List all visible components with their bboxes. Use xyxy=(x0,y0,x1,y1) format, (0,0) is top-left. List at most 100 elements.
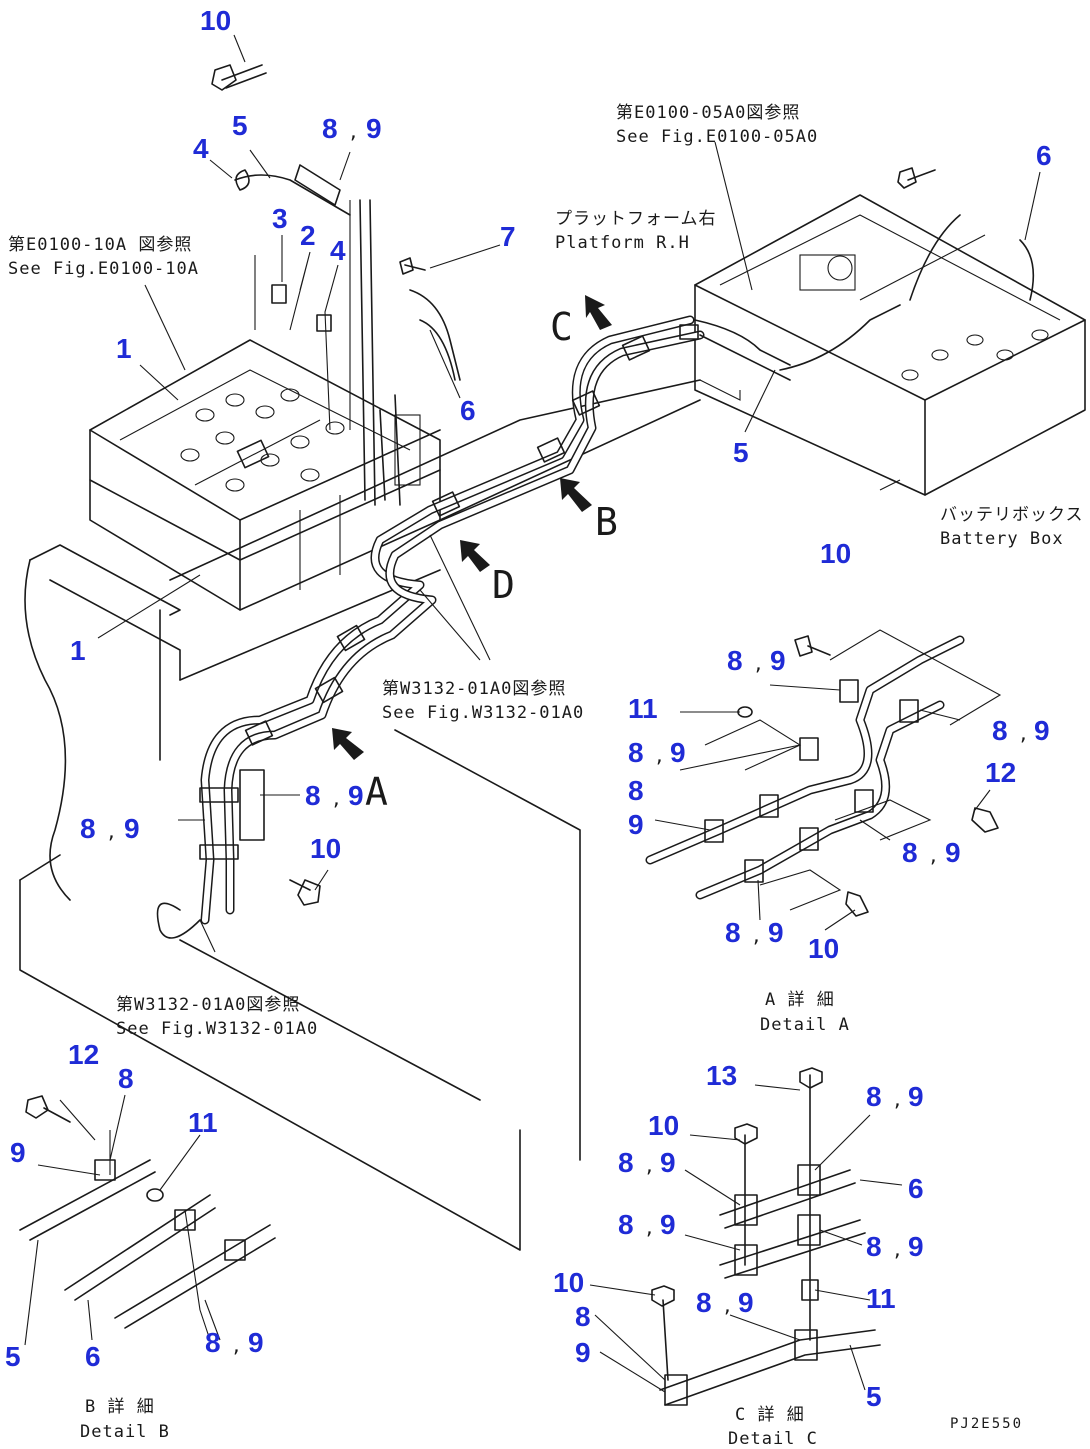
callout-4-right: 4 xyxy=(330,235,346,266)
battery-box-ja: バッテリボックス xyxy=(940,505,1084,525)
view-labels: C B D A xyxy=(365,305,618,814)
platform-rh-ja: プラットフォーム右 xyxy=(555,209,717,229)
detail-c-callout-8-c: 8 xyxy=(696,1287,712,1318)
detail-a-caption-ja: A 詳 細 xyxy=(765,990,835,1010)
detail-b-callout-8: 8 xyxy=(118,1063,134,1094)
callout-hose-5: 5 xyxy=(232,110,248,141)
callout-10-mid: 10 xyxy=(310,833,341,864)
callout-numbers: 10 5 8 , 9 4 3 2 4 1 7 6 6 5 1 8 , 9 8 ,… xyxy=(5,5,1052,1412)
callout-3: 3 xyxy=(272,203,288,234)
detail-a-callout-9-a: 9 xyxy=(670,737,686,768)
callout-9-mid: 9 xyxy=(348,780,364,811)
callout-2: 2 xyxy=(300,220,316,251)
ref-w3132-01a0-lower-en: See Fig.W3132-01A0 xyxy=(116,1019,318,1039)
callout-8-left: 8 xyxy=(80,813,96,844)
svg-text:,: , xyxy=(654,746,665,767)
reference-notes: 第E0100-10A 図参照 See Fig.E0100-10A 第E0100-… xyxy=(8,103,1084,1039)
detail-captions: A 詳 細 Detail A B 詳 細 Detail B C 詳 細 Deta… xyxy=(80,990,850,1449)
detail-c-callout-9-b: 9 xyxy=(660,1209,676,1240)
view-label-d: D xyxy=(492,563,515,607)
callout-9-left: 9 xyxy=(124,813,140,844)
detail-c-callout-9-a: 9 xyxy=(660,1147,676,1178)
platform-rh-en: Platform R.H xyxy=(555,233,690,253)
detail-b-callout-9: 9 xyxy=(10,1137,26,1168)
svg-text:,: , xyxy=(892,1090,903,1111)
svg-text:,: , xyxy=(348,122,359,143)
svg-text:,: , xyxy=(751,926,762,947)
ref-e0100-05a0-en: See Fig.E0100-05A0 xyxy=(616,127,818,147)
detail-b-callout-11: 11 xyxy=(188,1107,218,1138)
detail-a-callout-8-a: 8 xyxy=(628,737,644,768)
svg-text:,: , xyxy=(892,1240,903,1261)
view-arrow-b xyxy=(560,478,592,512)
callout-4-left: 4 xyxy=(193,133,209,164)
view-label-a: A xyxy=(365,770,388,814)
callout-6-center: 6 xyxy=(460,395,476,426)
drawing-code: PJ2E550 xyxy=(950,1416,1023,1432)
battery-box-en: Battery Box xyxy=(940,529,1064,549)
svg-text:,: , xyxy=(928,846,939,867)
detail-a-callout-12: 12 xyxy=(985,757,1016,788)
svg-text:,: , xyxy=(644,1156,655,1177)
detail-b-callout-9-bottom: 9 xyxy=(248,1327,264,1358)
main-harness xyxy=(156,174,1035,939)
detail-a-callout-9-top: 9 xyxy=(770,645,786,676)
detail-b-callout-12: 12 xyxy=(68,1039,99,1070)
detail-a-callout-9-right: 9 xyxy=(1034,715,1050,746)
detail-c-callout-8-a: 8 xyxy=(618,1147,634,1178)
svg-text:,: , xyxy=(106,822,117,843)
detail-c-caption-ja: C 詳 細 xyxy=(735,1405,805,1425)
detail-c-callout-8-right: 8 xyxy=(866,1231,882,1262)
detail-c-callout-9-c: 9 xyxy=(738,1287,754,1318)
view-arrow-d xyxy=(460,540,490,572)
hose-clamps xyxy=(199,164,699,860)
callout-bolt-10: 10 xyxy=(200,5,231,36)
callout-battery-1-lower: 1 xyxy=(70,635,86,666)
detail-c-callout-9-d: 9 xyxy=(575,1337,591,1368)
detail-a-callout-8-bottom: 8 xyxy=(725,917,741,948)
svg-text:,: , xyxy=(644,1218,655,1239)
detail-c-callout-9-right: 9 xyxy=(908,1231,924,1262)
svg-text:,: , xyxy=(231,1336,242,1357)
detail-c-callout-6: 6 xyxy=(908,1173,924,1204)
detail-b-caption-en: Detail B xyxy=(80,1422,170,1442)
detail-c-caption-en: Detail C xyxy=(728,1429,818,1449)
detail-a-callout-9-b: 9 xyxy=(628,809,644,840)
callout-clamp-8: 8 xyxy=(322,113,338,144)
view-label-c: C xyxy=(550,305,573,349)
ref-e0100-10a-en: See Fig.E0100-10A xyxy=(8,259,199,279)
machine-frame xyxy=(19,200,701,1251)
callout-plate-9: 9 xyxy=(366,113,382,144)
ref-e0100-05a0-ja: 第E0100-05A0図参照 xyxy=(616,103,800,123)
detail-a-callout-8-right: 8 xyxy=(992,715,1008,746)
callout-5-right: 5 xyxy=(733,437,749,468)
detail-a-callout-8-lower: 8 xyxy=(902,837,918,868)
ref-e0100-10a-ja: 第E0100-10A 図参照 xyxy=(8,235,192,255)
detail-a-callout-8-top: 8 xyxy=(727,645,743,676)
detail-a-drawing xyxy=(645,629,1002,917)
detail-a-callout-10-bottom: 10 xyxy=(808,933,839,964)
callout-battery-1: 1 xyxy=(116,333,132,364)
left-battery-box xyxy=(89,339,441,611)
detail-b-callout-5: 5 xyxy=(5,1341,21,1372)
svg-text:,: , xyxy=(722,1296,733,1317)
detail-c-callout-9-top: 9 xyxy=(908,1081,924,1112)
callout-8-mid: 8 xyxy=(305,780,321,811)
detail-c-callout-10-bottom: 10 xyxy=(553,1267,584,1298)
detail-b-drawing xyxy=(19,1095,276,1341)
detail-b-callout-8-bottom: 8 xyxy=(205,1327,221,1358)
ref-w3132-01a0-lower-ja: 第W3132-01A0図参照 xyxy=(116,995,300,1015)
svg-text:,: , xyxy=(331,789,342,810)
svg-text:,: , xyxy=(753,654,764,675)
detail-c-callout-13: 13 xyxy=(706,1060,737,1091)
svg-text:,: , xyxy=(1018,724,1029,745)
detail-c-drawing xyxy=(651,1067,881,1406)
view-arrows xyxy=(332,295,612,760)
ref-w3132-01a0-ja: 第W3132-01A0図参照 xyxy=(382,679,566,699)
bolts xyxy=(211,64,936,906)
view-arrow-c xyxy=(585,295,612,330)
detail-b-caption-ja: B 詳 細 xyxy=(85,1397,155,1417)
detail-c-callout-8-d: 8 xyxy=(575,1301,591,1332)
ref-w3132-01a0-en: See Fig.W3132-01A0 xyxy=(382,703,584,723)
detail-a-caption-en: Detail A xyxy=(760,1015,850,1035)
